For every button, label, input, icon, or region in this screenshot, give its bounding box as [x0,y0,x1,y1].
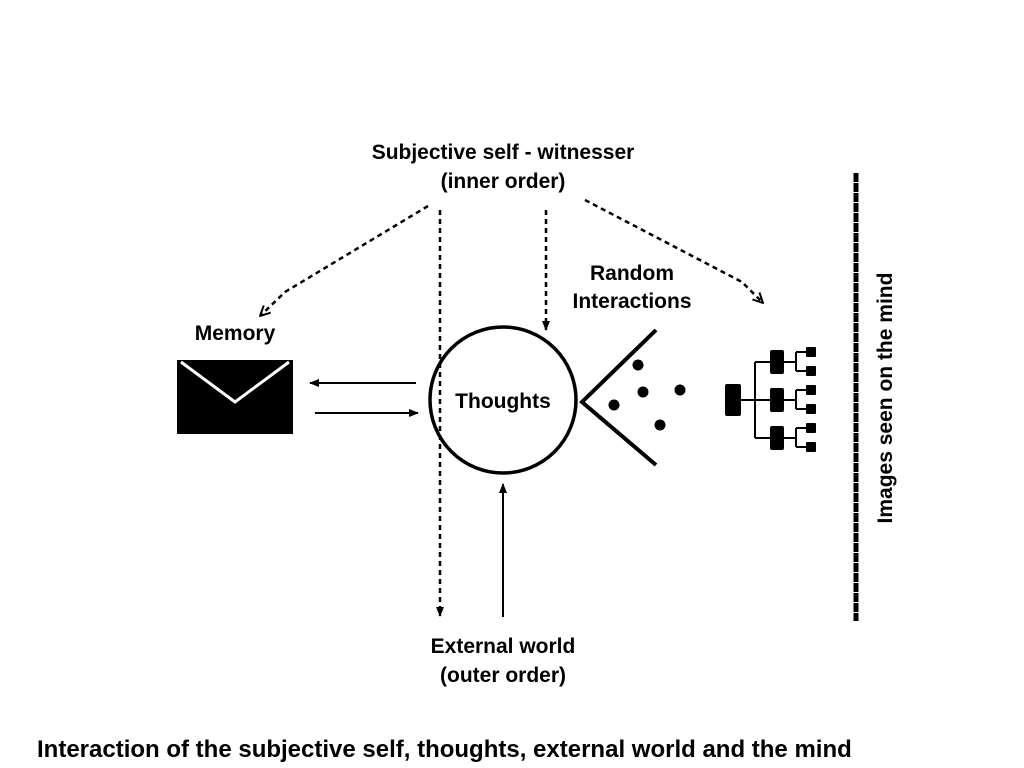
scattered-dots-icon [608,359,686,431]
random-label: Random [590,262,674,285]
hierarchy-tree-icon [725,347,816,452]
envelope-icon [177,360,293,434]
thoughts-label: Thoughts [455,390,551,413]
arrow-to-images [584,198,763,303]
random-interactions-wedge [579,328,658,467]
memory-label: Memory [195,322,276,345]
external-world-label: External world [431,635,576,658]
subjective-self-label: Subjective self - witnesser [372,141,635,164]
inner-order-label: (inner order) [441,170,566,193]
images-seen-label: Images seen on the mind [874,273,897,524]
thoughts-circle [428,325,578,475]
interactions-label: Interactions [572,290,691,313]
arrow-to-memory [260,204,429,316]
diagram-caption: Interaction of the subjective self, thou… [37,736,852,763]
outer-order-label: (outer order) [440,664,566,687]
